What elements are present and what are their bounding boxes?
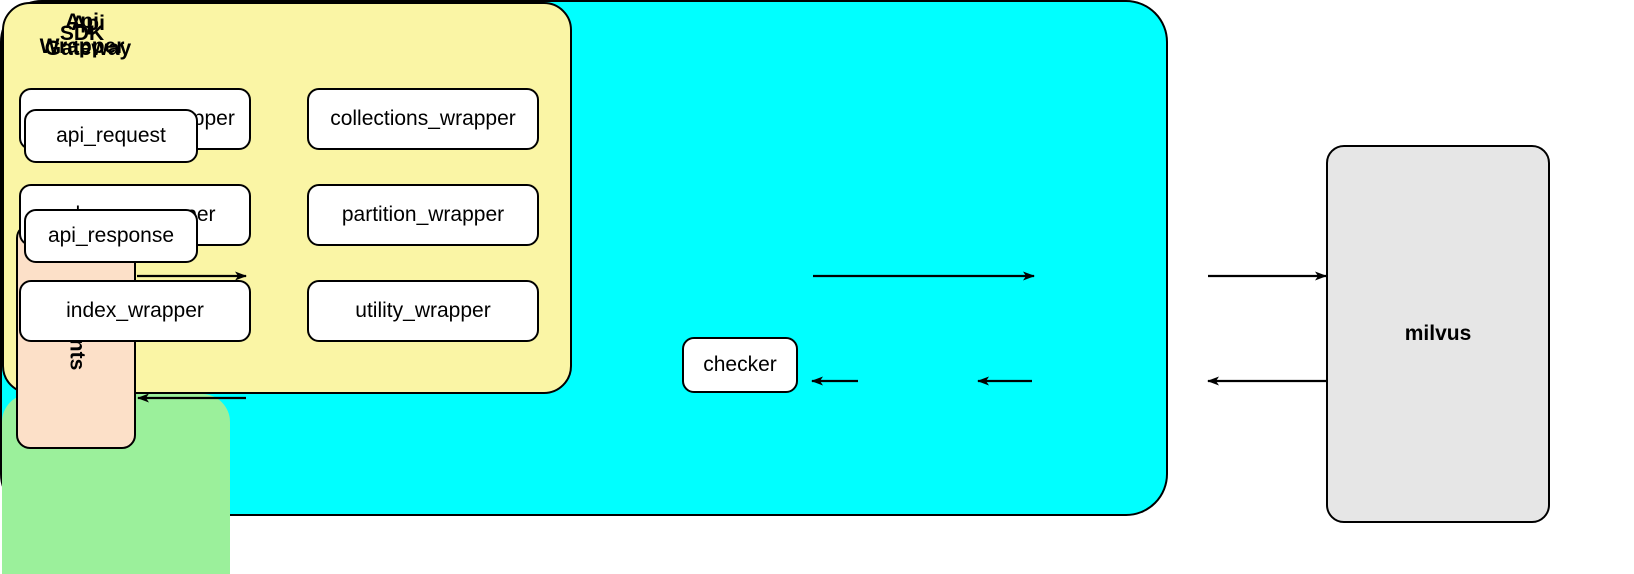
node-label: api_response [47, 224, 175, 247]
milvus-box[interactable]: milvus [1326, 145, 1550, 523]
node-checker[interactable]: checker [682, 337, 798, 393]
sdk-container[interactable]: SDK Api Wrapper connections_wrapper coll… [0, 0, 1168, 574]
node-api-response[interactable]: api_response [24, 209, 198, 263]
node-label: utility_wrapper [355, 299, 491, 322]
sdk-label: SDK [59, 22, 105, 45]
api-wrapper-container[interactable]: Api Wrapper connections_wrapper collecti… [2, 2, 572, 394]
node-label: collections_wrapper [330, 107, 516, 130]
node-collections-wrapper[interactable]: collections_wrapper [307, 88, 539, 150]
node-partition-wrapper[interactable]: partition_wrapper [307, 184, 539, 246]
node-label: index_wrapper [66, 299, 204, 322]
node-utility-wrapper[interactable]: utility_wrapper [307, 280, 539, 342]
node-label: partition_wrapper [341, 203, 505, 226]
node-label: api_request [56, 124, 166, 147]
api-gateway-label: Api Gateway [44, 12, 132, 60]
node-label: checker [703, 353, 777, 376]
node-index-wrapper[interactable]: index_wrapper [19, 280, 251, 342]
api-wrapper-label: Api Wrapper [39, 10, 125, 58]
node-api-request[interactable]: api_request [24, 109, 198, 163]
milvus-label: milvus [1404, 322, 1472, 345]
